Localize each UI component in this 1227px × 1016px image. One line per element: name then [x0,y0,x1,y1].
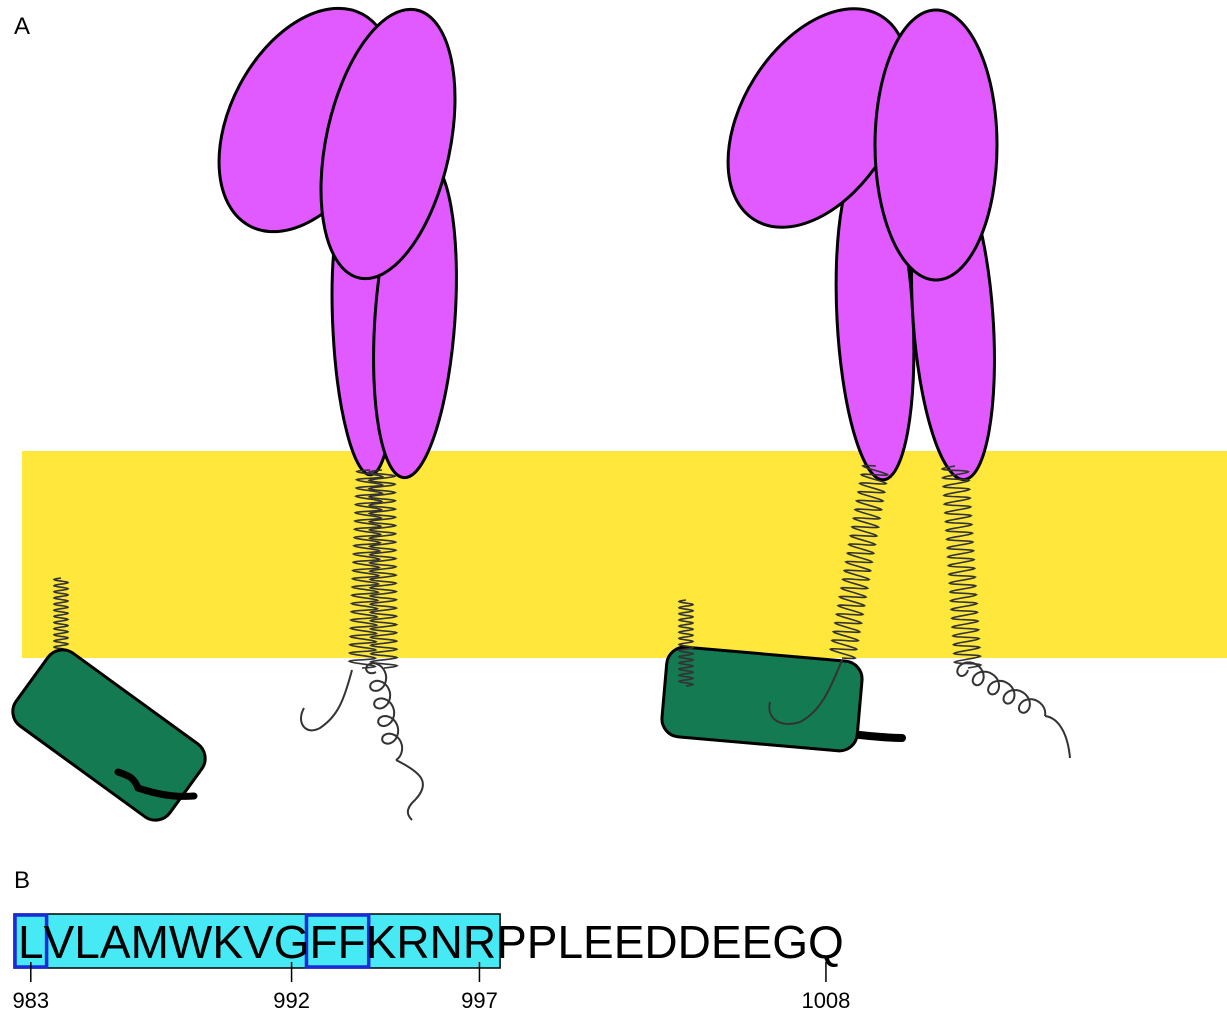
residue-25: Q [808,916,844,968]
residue-6: K [212,916,243,968]
cytoplasmic-tail-left-hook [301,670,352,730]
residue-9: F [309,916,337,968]
residue-0: L [18,916,44,968]
panel-b-label: B [14,867,30,894]
residue-19: E [614,916,645,968]
panel-a-label: A [14,13,30,40]
cytoplasmic-tail-left-end [396,760,423,820]
residue-10: F [338,916,366,968]
residue-21: D [678,916,711,968]
residue-24: G [772,916,808,968]
residue-23: E [742,916,773,968]
cytoplasmic-tail-right-end [1045,716,1070,758]
residue-1: V [44,916,75,968]
residue-8: G [274,916,310,968]
residue-14: R [463,916,496,968]
residue-3: A [100,916,131,968]
kinase-domain-right [660,646,863,753]
residue-2: L [74,916,100,968]
residue-15: P [496,916,527,968]
residue-13: N [430,916,463,968]
position-label-0: 983 [12,988,49,1013]
cytoplasmic-tail-left-coil [366,663,402,760]
cytoplasmic-tail-right-coil [957,662,1045,716]
position-label-3: 1008 [801,988,850,1013]
residue-11: K [366,916,397,968]
residue-16: P [527,916,558,968]
residue-17: L [557,916,583,968]
residue-18: E [583,916,614,968]
residue-7: V [243,916,274,968]
residue-22: E [711,916,742,968]
position-label-1: 992 [273,988,310,1013]
residue-12: R [396,916,429,968]
position-label-2: 997 [461,988,498,1013]
residue-5: W [169,916,213,968]
receptor-dimer-left [183,0,477,820]
residue-4: M [131,916,169,968]
residue-20: D [644,916,677,968]
membrane-band [22,451,1227,658]
